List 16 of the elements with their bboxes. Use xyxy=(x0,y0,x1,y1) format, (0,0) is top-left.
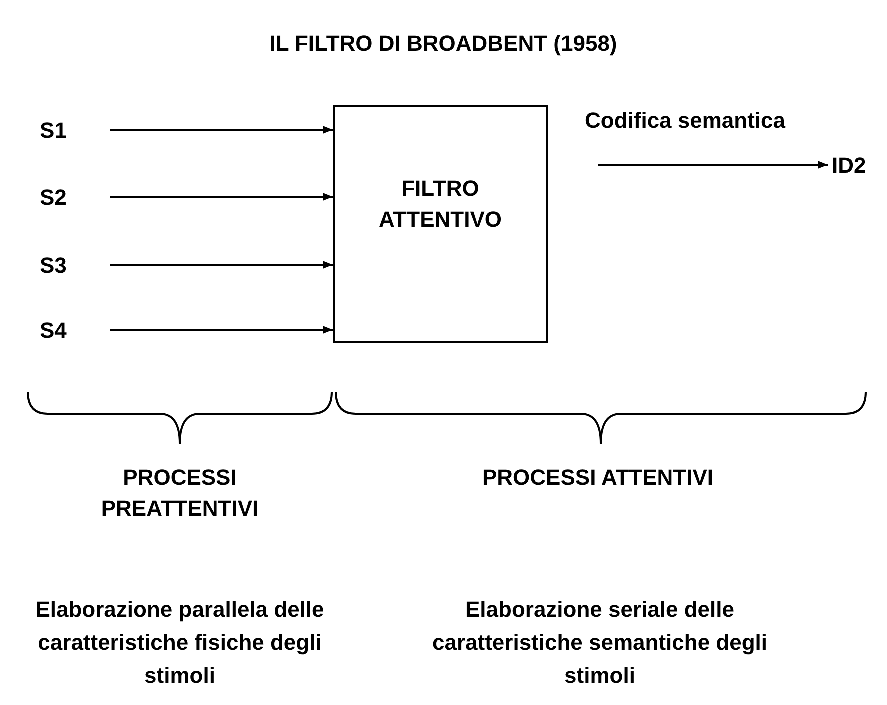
title: IL FILTRO DI BROADBENT (1958) xyxy=(268,30,618,58)
stimulus-label: S1 xyxy=(40,115,85,145)
filter-box: FILTRO ATTENTIVO xyxy=(333,105,548,343)
stimulus-label: S3 xyxy=(40,250,85,280)
arrow xyxy=(110,261,333,269)
arrow xyxy=(110,193,333,201)
stimulus-label: S2 xyxy=(40,182,85,212)
arrow xyxy=(110,326,333,334)
description-text: Elaborazione parallela delle caratteristiche fisiche degli stimoli xyxy=(34,596,326,690)
description-text: Elaborazione seriale delle caratteristiche semantiche degli stimoli xyxy=(431,596,769,690)
arrow xyxy=(110,126,333,134)
stimulus-label: S4 xyxy=(40,315,85,345)
group-heading: PROCESSI PREATTENTIVI xyxy=(100,464,260,523)
group-heading: PROCESSI ATTENTIVI xyxy=(481,464,715,492)
arrow xyxy=(598,161,828,169)
output-label: ID2 xyxy=(832,150,880,180)
